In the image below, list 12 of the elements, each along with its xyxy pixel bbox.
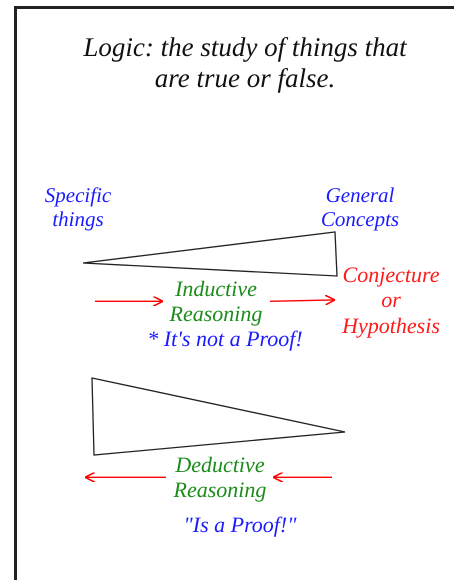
arrow (272, 472, 332, 483)
note-text: "Is a Proof!" (182, 512, 298, 538)
arrow (84, 472, 166, 483)
concept-label: Specific things (44, 183, 112, 232)
arrow (270, 294, 336, 306)
note-text: * It's not a Proof! (146, 326, 304, 352)
reasoning-text: Inductive Reasoning (166, 276, 266, 327)
reasoning-text: Deductive Reasoning (170, 452, 270, 503)
concept-label: General Concepts (320, 183, 400, 232)
arrow (95, 296, 164, 307)
title-text: Logic: the study of things that are true or false. (82, 32, 408, 94)
reasoning-text: Conjecture or Hypothesis (338, 262, 444, 338)
